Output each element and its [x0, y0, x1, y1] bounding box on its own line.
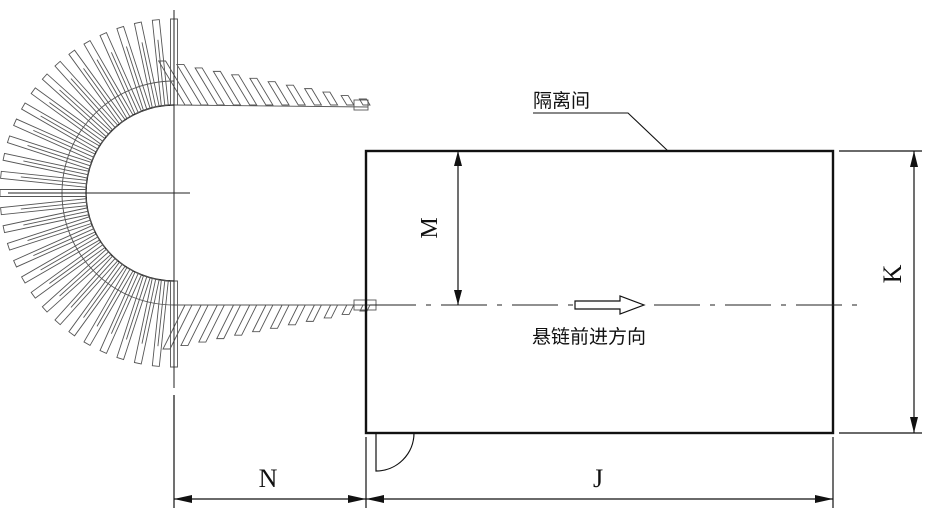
carrier-hanger: [54, 60, 119, 131]
room-label-leader: [533, 112, 669, 152]
carrier-hanger: [133, 277, 160, 365]
carrier-hanger: [267, 81, 290, 106]
carrier-hanger: [99, 32, 142, 115]
carrier-hanger: [133, 21, 160, 109]
dimension-n-label: N: [259, 464, 278, 493]
carrier-hanger: [151, 19, 169, 107]
carrier-hanger: [215, 304, 242, 340]
door-symbol: [375, 432, 415, 472]
carrier-hanger: [6, 216, 92, 251]
dimension-k: [839, 150, 922, 434]
dimension-m-label: M: [417, 217, 443, 238]
carrier-hanger: [20, 102, 101, 153]
carrier-hanger: [30, 241, 106, 299]
carrier-hanger: [13, 225, 96, 268]
hanger-fan-drawing: [0, 18, 377, 368]
carrier-hanger: [151, 279, 169, 367]
carrier-hanger: [2, 207, 90, 234]
carrier-hanger: [68, 49, 126, 125]
carrier-hanger: [54, 255, 119, 326]
carrier-hanger: [83, 39, 134, 120]
carrier-hanger: [341, 304, 355, 315]
direction-label: 悬链前进方向: [532, 326, 646, 348]
dimension-k-label: K: [878, 264, 907, 283]
carrier-hanger: [41, 248, 112, 313]
dimension-n-j: [173, 395, 834, 508]
carrier-hanger: [68, 261, 126, 337]
carrier-hanger: [323, 304, 339, 319]
carrier-hanger: [322, 91, 339, 106]
carrier-hanger: [83, 266, 134, 347]
isolation-room-outline: [364, 149, 835, 435]
carrier-hanger: [41, 73, 112, 138]
carrier-hanger: [176, 64, 209, 106]
carrier-hanger: [212, 70, 242, 106]
chain-end-hook-upper: [353, 99, 369, 111]
carrier-hanger: [303, 88, 323, 106]
carrier-hanger: [0, 198, 88, 216]
carrier-hanger: [0, 170, 88, 188]
direction-arrow: [574, 295, 646, 315]
carrier-hanger: [157, 60, 193, 106]
isolation-room-label: 隔离间: [533, 90, 590, 112]
carrier-hanger: [251, 304, 274, 333]
dimension-m: [454, 151, 462, 305]
carrier-hanger: [305, 304, 323, 322]
carrier-hanger: [340, 95, 355, 106]
carrier-hanger: [233, 304, 258, 336]
carrier-hanger: [198, 304, 226, 343]
carrier-hanger: [20, 233, 101, 284]
carrier-hanger: [30, 87, 106, 145]
carrier-hanger: [180, 304, 209, 346]
carrier-hanger: [99, 271, 142, 354]
carrier-hanger: [13, 118, 96, 161]
carrier-hanger: [162, 304, 193, 350]
carrier-hanger: [116, 275, 151, 361]
carrier-hanger: [6, 135, 92, 170]
carrier-hanger: [116, 25, 151, 111]
carrier-hanger: [287, 304, 307, 326]
carrier-hanger: [2, 152, 90, 179]
dimension-j-label: J: [593, 464, 603, 493]
carrier-hanger: [230, 74, 258, 106]
carrier-hanger: [269, 304, 290, 329]
carrier-hanger: [249, 77, 274, 106]
carrier-hanger: [285, 84, 307, 106]
carrier-hanger: [194, 67, 226, 106]
